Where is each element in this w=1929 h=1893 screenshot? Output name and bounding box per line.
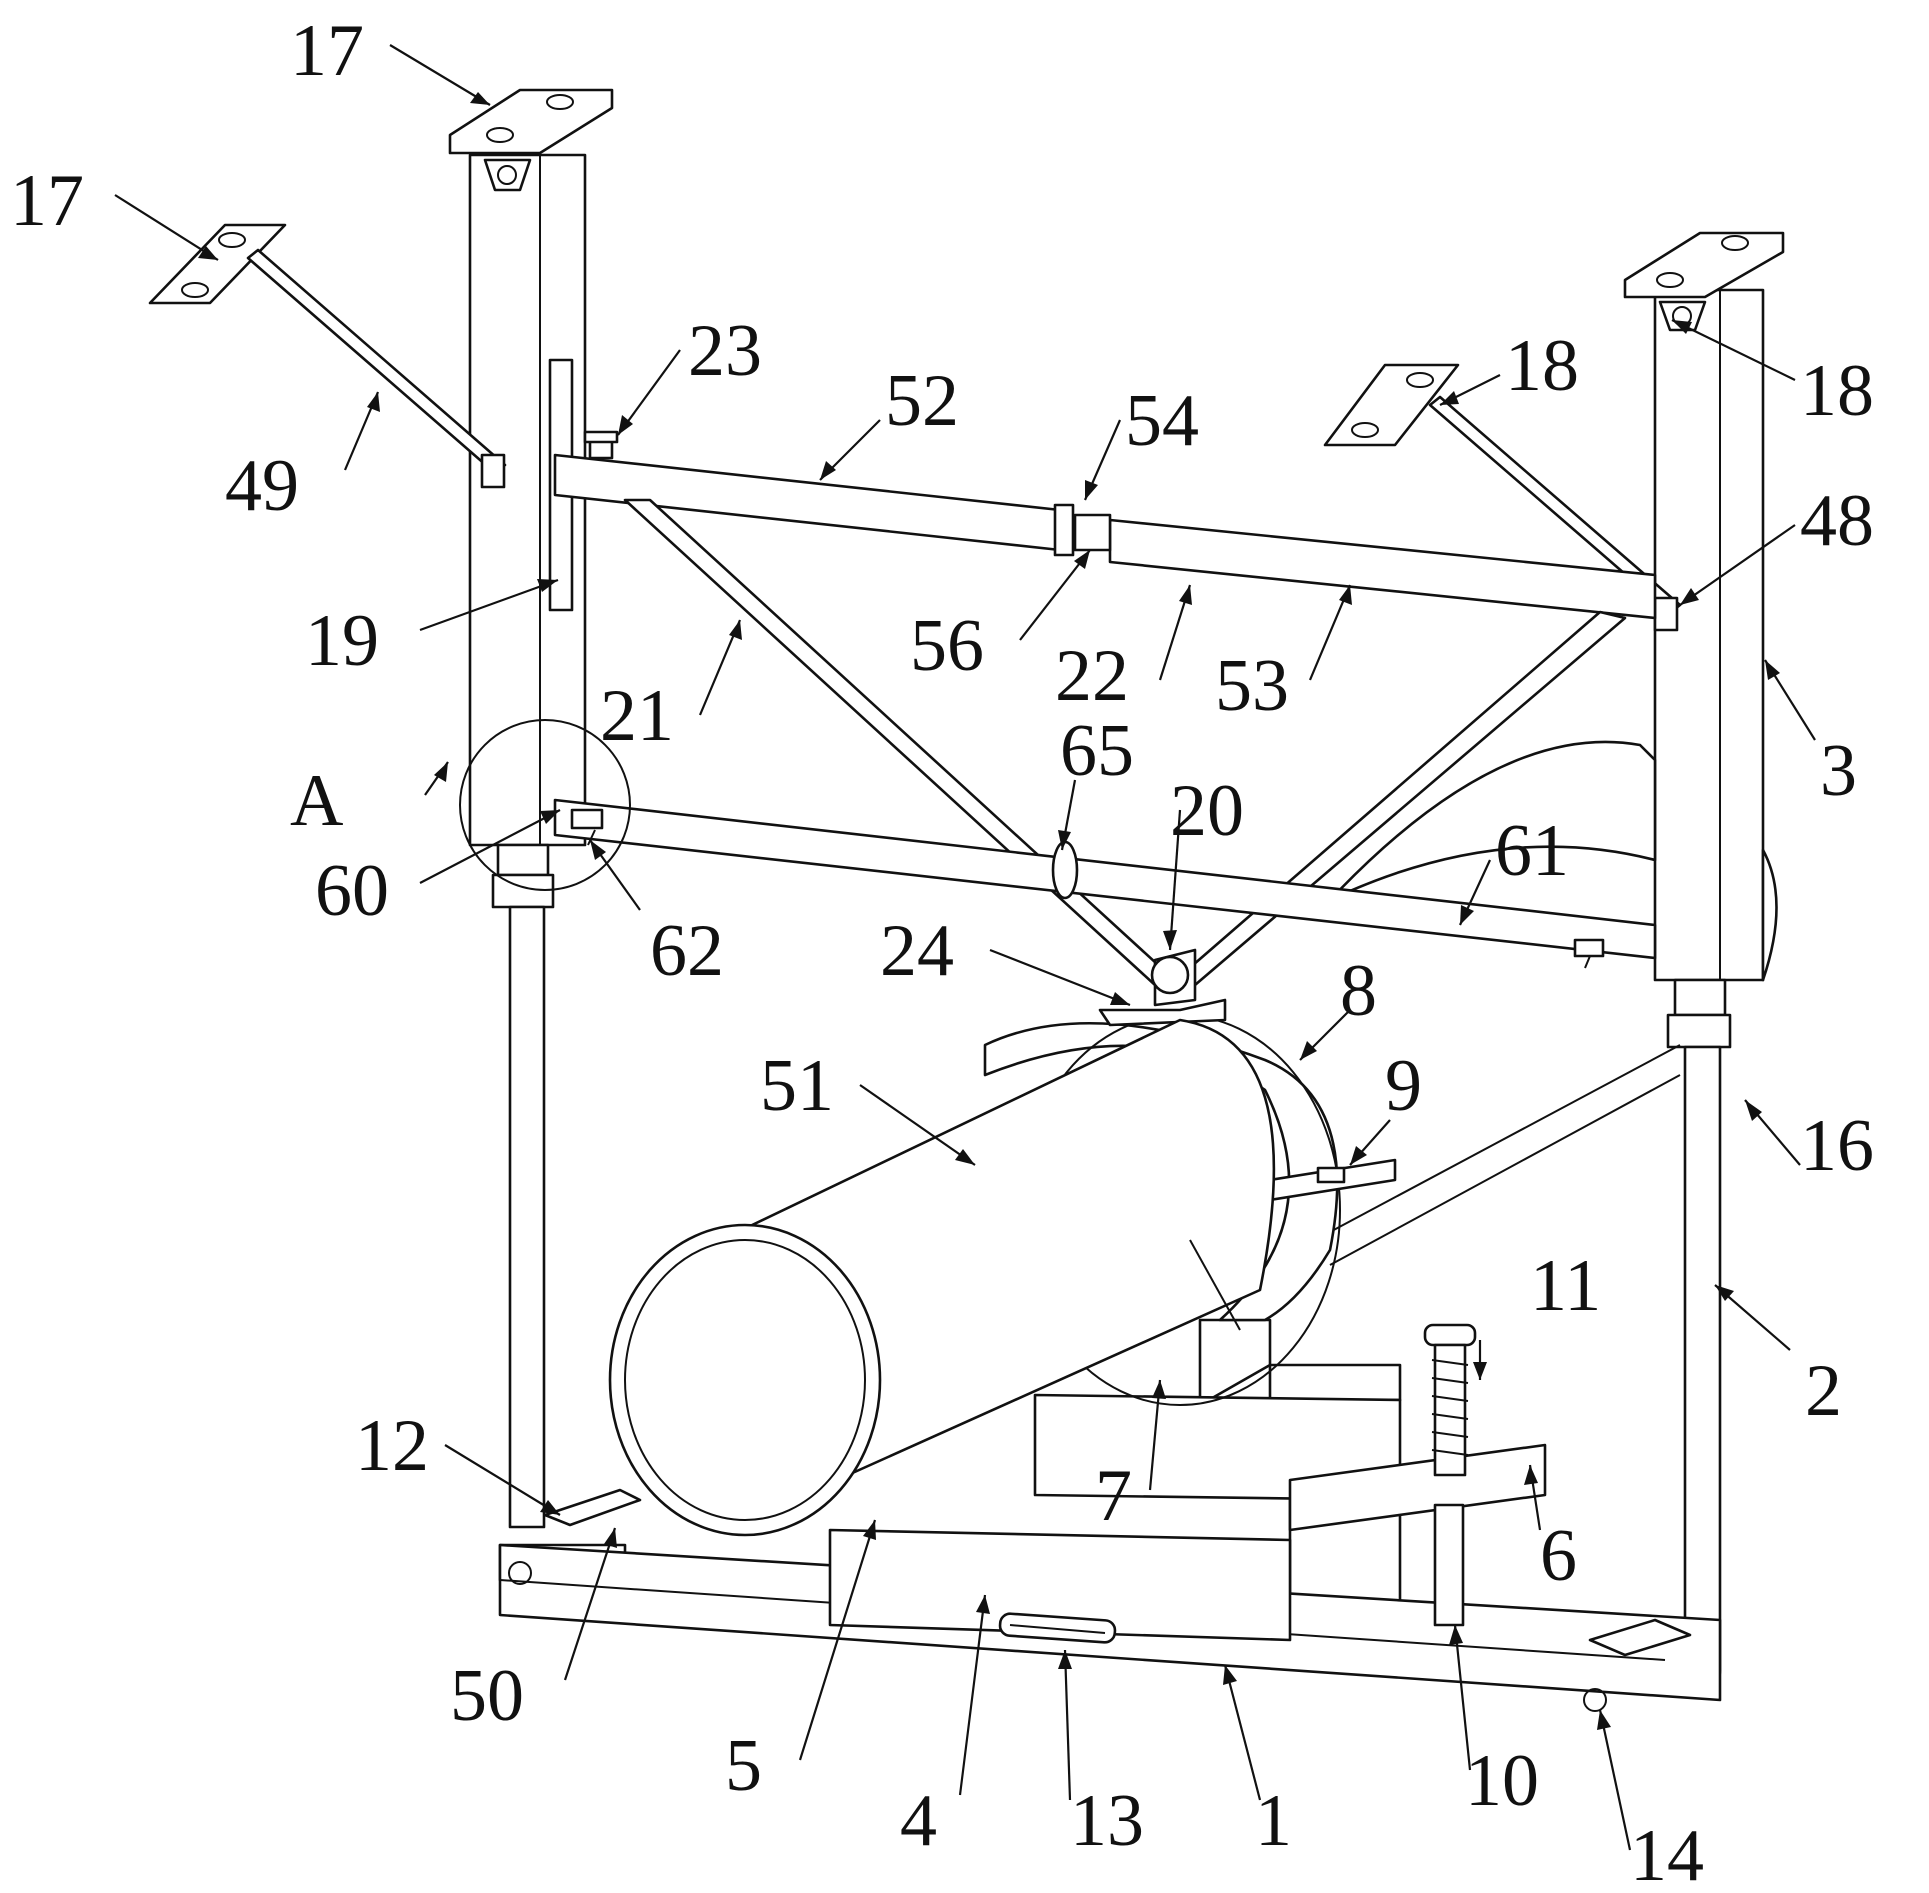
sliding-plate: [828, 1528, 1292, 1642]
label-18-right: 18: [1800, 350, 1874, 432]
label-10: 10: [1465, 1740, 1539, 1822]
clamp-top-lug: [1150, 948, 1197, 1007]
right-hanger-rod: [1666, 978, 1732, 1692]
label-48: 48: [1800, 480, 1874, 562]
label-23: 23: [688, 310, 762, 392]
label-13: 13: [1070, 1780, 1144, 1862]
label-53: 53: [1215, 645, 1289, 727]
detail-circle-a: [459, 719, 631, 891]
left-hanger-rod: [491, 843, 555, 1529]
leader-lines: [114, 44, 1816, 1851]
label-A: A: [290, 760, 343, 842]
label-9: 9: [1385, 1045, 1422, 1127]
label-19: 19: [305, 600, 379, 682]
label-24: 24: [880, 910, 954, 992]
label-2: 2: [1805, 1350, 1842, 1432]
label-21: 21: [600, 675, 674, 757]
label-5: 5: [725, 1725, 762, 1807]
label-11: 11: [1530, 1245, 1601, 1327]
spring-assembly: [1423, 1323, 1477, 1477]
label-65: 65: [1060, 710, 1134, 792]
upper-cross-beam: [553, 430, 1657, 620]
lower-cross-rod: [553, 798, 1657, 969]
label-16: 16: [1800, 1105, 1874, 1187]
label-20: 20: [1170, 770, 1244, 852]
label-50: 50: [450, 1655, 524, 1737]
label-1: 1: [1255, 1780, 1292, 1862]
label-18-center: 18: [1505, 325, 1579, 407]
left-top-mounting-plate: [448, 88, 614, 192]
pipe-support-seat: [1033, 1318, 1402, 1612]
label-62: 62: [650, 910, 724, 992]
right-upright-post: [1653, 288, 1765, 982]
label-12: 12: [355, 1405, 429, 1487]
label-7: 7: [1095, 1455, 1132, 1537]
label-3: 3: [1820, 730, 1857, 812]
label-4: 4: [900, 1780, 937, 1862]
label-17-top: 17: [290, 10, 364, 92]
label-54: 54: [1125, 380, 1199, 462]
reference-labels: 17 17 49 19 21 23 52 54 56 22 53 18 18 4…: [10, 10, 1874, 1893]
label-49: 49: [225, 445, 299, 527]
label-51: 51: [760, 1045, 834, 1127]
scale-slot: [998, 1612, 1117, 1644]
label-61: 61: [1495, 810, 1569, 892]
label-22: 22: [1055, 635, 1129, 717]
label-17-left: 17: [10, 160, 84, 242]
label-6: 6: [1540, 1515, 1577, 1597]
back-beam-lines: [1314, 1044, 1681, 1266]
label-60: 60: [315, 850, 389, 932]
left-diagonal-brace-plate: [148, 223, 507, 489]
label-14: 14: [1630, 1815, 1704, 1893]
label-52: 52: [885, 360, 959, 442]
label-56: 56: [910, 605, 984, 687]
right-diagonal-brace-plate: [1323, 363, 1682, 632]
label-8: 8: [1340, 950, 1377, 1032]
pipe-body: [608, 1018, 1276, 1537]
